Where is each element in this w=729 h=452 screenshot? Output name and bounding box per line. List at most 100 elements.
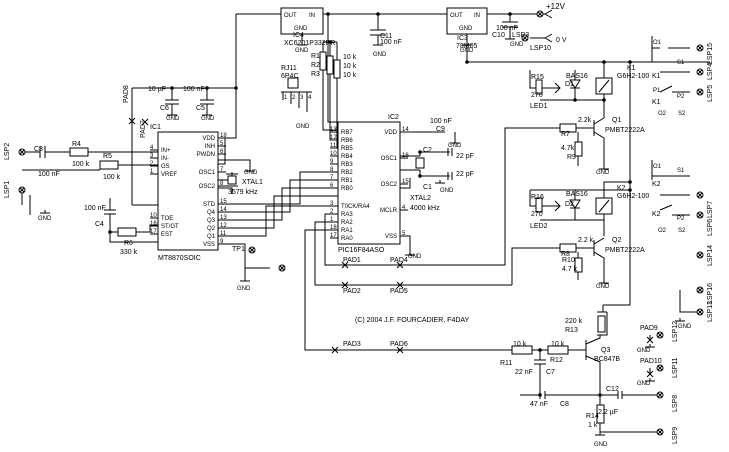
gnd-ic2: GND [408,254,422,260]
c3-val: 100 nF [38,171,60,178]
ic1-pin-number: 9 [220,239,224,245]
lsp7-label: LSP7 [707,201,714,218]
input-network [21,146,158,243]
c11-ref: C11 [380,33,392,40]
r16-ref: R16 [531,194,544,201]
rj11-pin-number: 3 [300,95,304,101]
gnd-c6: GND [166,116,180,122]
junction-dot [328,40,332,44]
ic1-pin-number: 1 [150,169,154,175]
r15-ref: R15 [531,74,544,81]
tp1-label: TP1 [232,246,245,253]
pad-icon [331,346,339,354]
gnd-c1: GND [440,188,454,194]
r9-val: 4.7k [561,145,575,152]
ground-icon [202,112,212,116]
ic2-pin-label: RB0 [341,186,353,192]
led2-ref: LED2 [530,223,548,230]
gnd-ic1: GND [244,170,258,176]
ic1-pin-label: Q4 [207,210,216,216]
ic1-pin-label: OSC2 [199,184,216,190]
r4-val: 100 k [72,161,90,168]
s2-label: S2 [678,111,686,117]
gnd-c11: GND [373,52,387,58]
ground-icon [450,140,460,144]
r13-ref: R13 [565,327,578,334]
pad-rows [304,127,560,351]
pad4-label: PAD4 [390,257,408,264]
ic2-pin-label: RB5 [341,146,353,152]
pad-icon [646,370,654,378]
rj11-pin-number: 1 [284,95,288,101]
ic1-pin-number: 8 [220,181,224,187]
terminal-icon [656,364,664,372]
ground-icon [505,36,515,40]
ground-icon [645,378,655,382]
junction-dot [465,60,469,64]
ic2-pin-number: 10 [330,151,337,157]
d1-ref: D1 [565,81,574,88]
r4-ref: R4 [72,141,81,148]
left-supply-caps [131,87,236,206]
d2-part: BAS16 [566,191,588,198]
junction-dot [376,12,380,16]
ic1-pin-number: 15 [220,199,227,205]
c8-ref: C8 [560,401,569,408]
ic3-ref: IC3 [457,35,468,42]
k2-ref: K2 [617,185,626,192]
r6-val: 330 k [120,249,138,256]
r7-ref: R7 [561,131,570,138]
r15-val: 270 [531,92,543,99]
ic2-pin-label: RA0 [341,236,353,242]
gnd-c10: GND [510,42,524,48]
ic1-ic2-bus [218,138,338,278]
pad-icon [128,117,136,125]
r7-val: 2.2k [578,117,592,124]
c11-val: 100 nF [380,39,402,46]
r5-ref: R5 [103,153,112,160]
k1-part: G6H2-100 [617,73,649,80]
terminal-icon [656,391,664,399]
pad7-label: PAD7 [140,120,147,138]
o2-label-2: O2 [658,228,667,234]
ground-icon [435,180,445,184]
pad5-label: PAD5 [390,288,408,295]
ic2-pin-number: 12 [330,135,337,141]
gnd-c5: GND [201,116,215,122]
gnd-r14: GND [594,442,608,448]
pad-icon [646,336,654,344]
ic1-pin-label: STD [203,202,216,208]
gnd-lsp16: GND [678,324,692,330]
copyright-text: (C) 2004 J.F. FOURCADIER, F4DAY [355,317,470,324]
s2-label-2: S2 [678,228,686,234]
rj11-pin-number: 2 [292,95,296,101]
ic2-pin-number: 2 [330,209,334,215]
ic1-pin-label: PWDN [197,152,215,158]
r3-val: 10 k [343,72,357,79]
gnd-c9: GND [448,143,462,149]
ic1-pin-label: Q3 [207,218,216,224]
junction-dot [602,98,606,102]
ic1-pin-number: 14 [220,207,227,213]
relay-k2-stage [529,181,630,280]
ground-icon [645,344,655,348]
r5-val: 100 k [103,174,121,181]
terminal-icon [521,34,529,42]
lsp2-label: LSP2 [4,143,11,160]
d2-ref: D2 [565,201,574,208]
r1-r3-pullups [319,41,341,149]
ic2-pin-label: RB1 [341,178,353,184]
q3-ref: Q3 [601,347,610,354]
lsp15-label: LSP15 [707,43,714,64]
ground-icon [599,166,609,170]
c7-ref: C7 [546,369,555,376]
rj11-part: 6P4C [281,73,299,80]
c9-val: 100 nF [430,118,452,125]
ground-icon [373,42,383,46]
gnd-ic4: GND [295,48,309,54]
terminal-icon [656,428,664,436]
junction-dot [573,98,577,102]
pad-icon [341,261,349,269]
ic2-pin-label: VDD [384,130,397,136]
